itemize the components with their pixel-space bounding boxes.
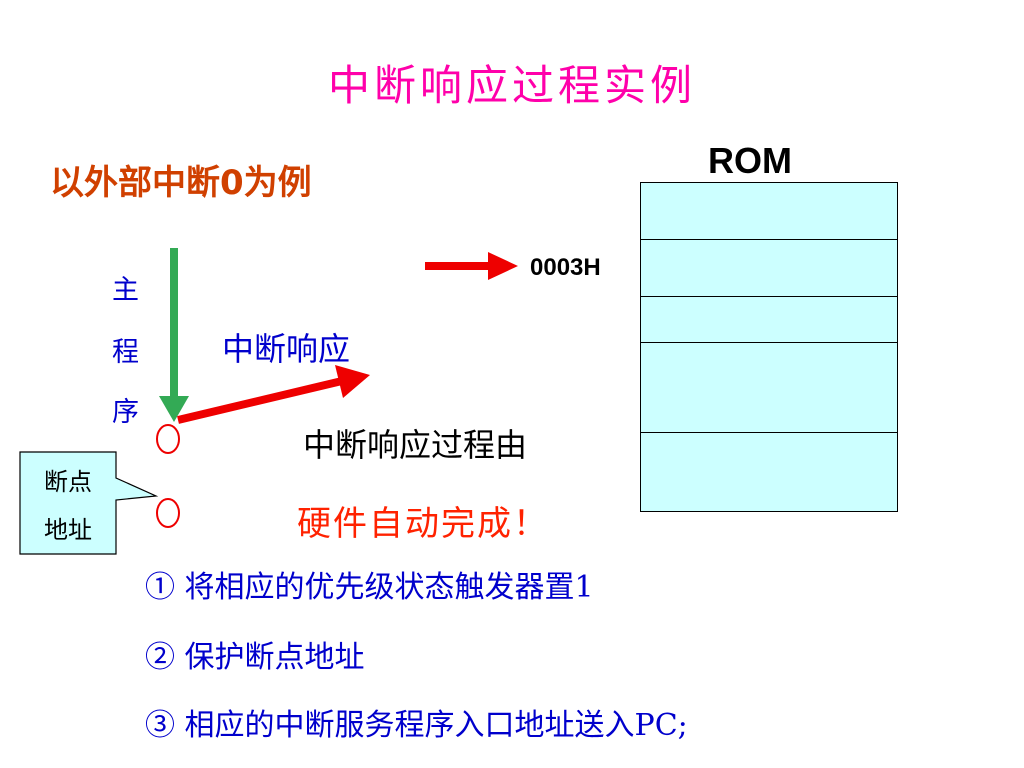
rom-label: ROM — [708, 140, 792, 181]
process-line: 中断响应过程由 — [303, 426, 528, 464]
subtitle: 以外部中断0为例 — [50, 163, 312, 203]
main-program-char: 主 — [112, 275, 139, 306]
step-3: ③ 相应的中断服务程序入口地址送入PC; — [145, 708, 688, 743]
address-label: 0003H — [530, 254, 601, 281]
callout-box — [19, 451, 159, 555]
main-program-char: 程 — [112, 337, 139, 368]
hardware-line: 硬件自动完成！ — [297, 504, 549, 544]
main-program-char: 序 — [112, 397, 139, 428]
rom-block — [640, 182, 898, 512]
slide-title: 中断响应过程实例 — [327, 61, 696, 110]
breakpoint-circle — [156, 498, 180, 528]
red-arrow-interrupt-response — [177, 365, 370, 424]
callout-line-2: 地址 — [44, 516, 92, 544]
green-arrow-main-program — [159, 248, 189, 422]
step-2: ② 保护断点地址 — [145, 640, 365, 675]
rom-cell — [641, 183, 897, 240]
callout-line-1: 断点 — [44, 468, 92, 496]
step-1: ① 将相应的优先级状态触发器置1 — [145, 570, 594, 605]
interrupt-response-label: 中断响应 — [222, 330, 351, 368]
rom-cell — [641, 297, 897, 343]
rom-cell — [641, 343, 897, 433]
rom-cell — [641, 240, 897, 297]
breakpoint-circle — [156, 424, 180, 454]
red-arrow-to-address — [425, 252, 518, 280]
